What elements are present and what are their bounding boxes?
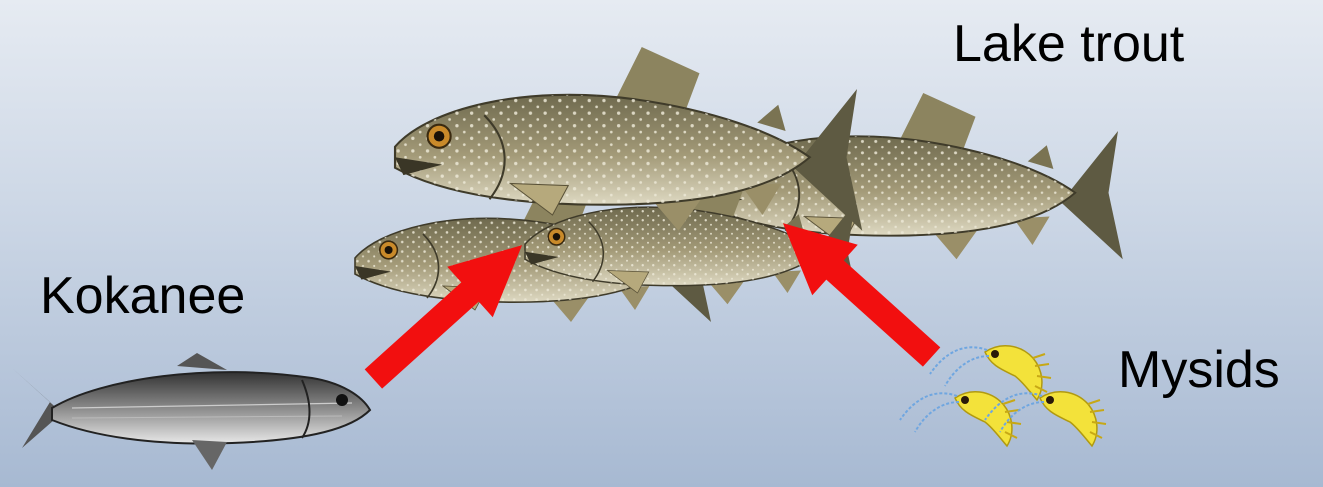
lake-trout-label: Lake trout	[953, 14, 1184, 74]
kokanee-label: Kokanee	[40, 266, 245, 326]
kokanee-icon	[12, 353, 370, 470]
mysid-icon	[900, 346, 1106, 446]
mysids-label: Mysids	[1118, 340, 1280, 400]
